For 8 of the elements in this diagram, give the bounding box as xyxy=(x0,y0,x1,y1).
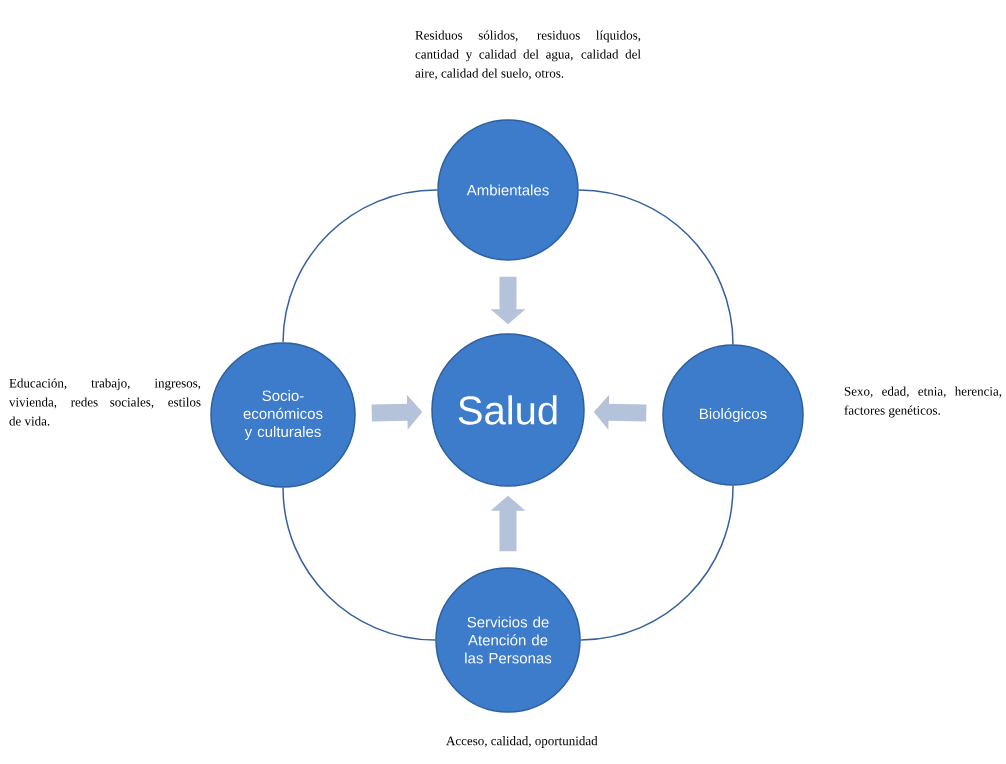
beside-text: Residuos sólidos, residuos líquidos, cantidad y calidad del agua, calidad del aire, calidad del suelo, otros. xyxy=(415,30,641,80)
beside-text: Sexo, edad, etnia, herencia, factores genéticos. xyxy=(844,386,1002,418)
ring-arc xyxy=(282,189,438,343)
beside-text: Educación, trabajo, ingresos, vivienda, redes sociales, estilos de vida. xyxy=(9,378,201,426)
ring-arc xyxy=(578,189,734,345)
beside-text: Acceso, calidad, oportunidad xyxy=(446,736,598,748)
ring-arc xyxy=(580,485,734,641)
ring-arc xyxy=(282,487,436,641)
